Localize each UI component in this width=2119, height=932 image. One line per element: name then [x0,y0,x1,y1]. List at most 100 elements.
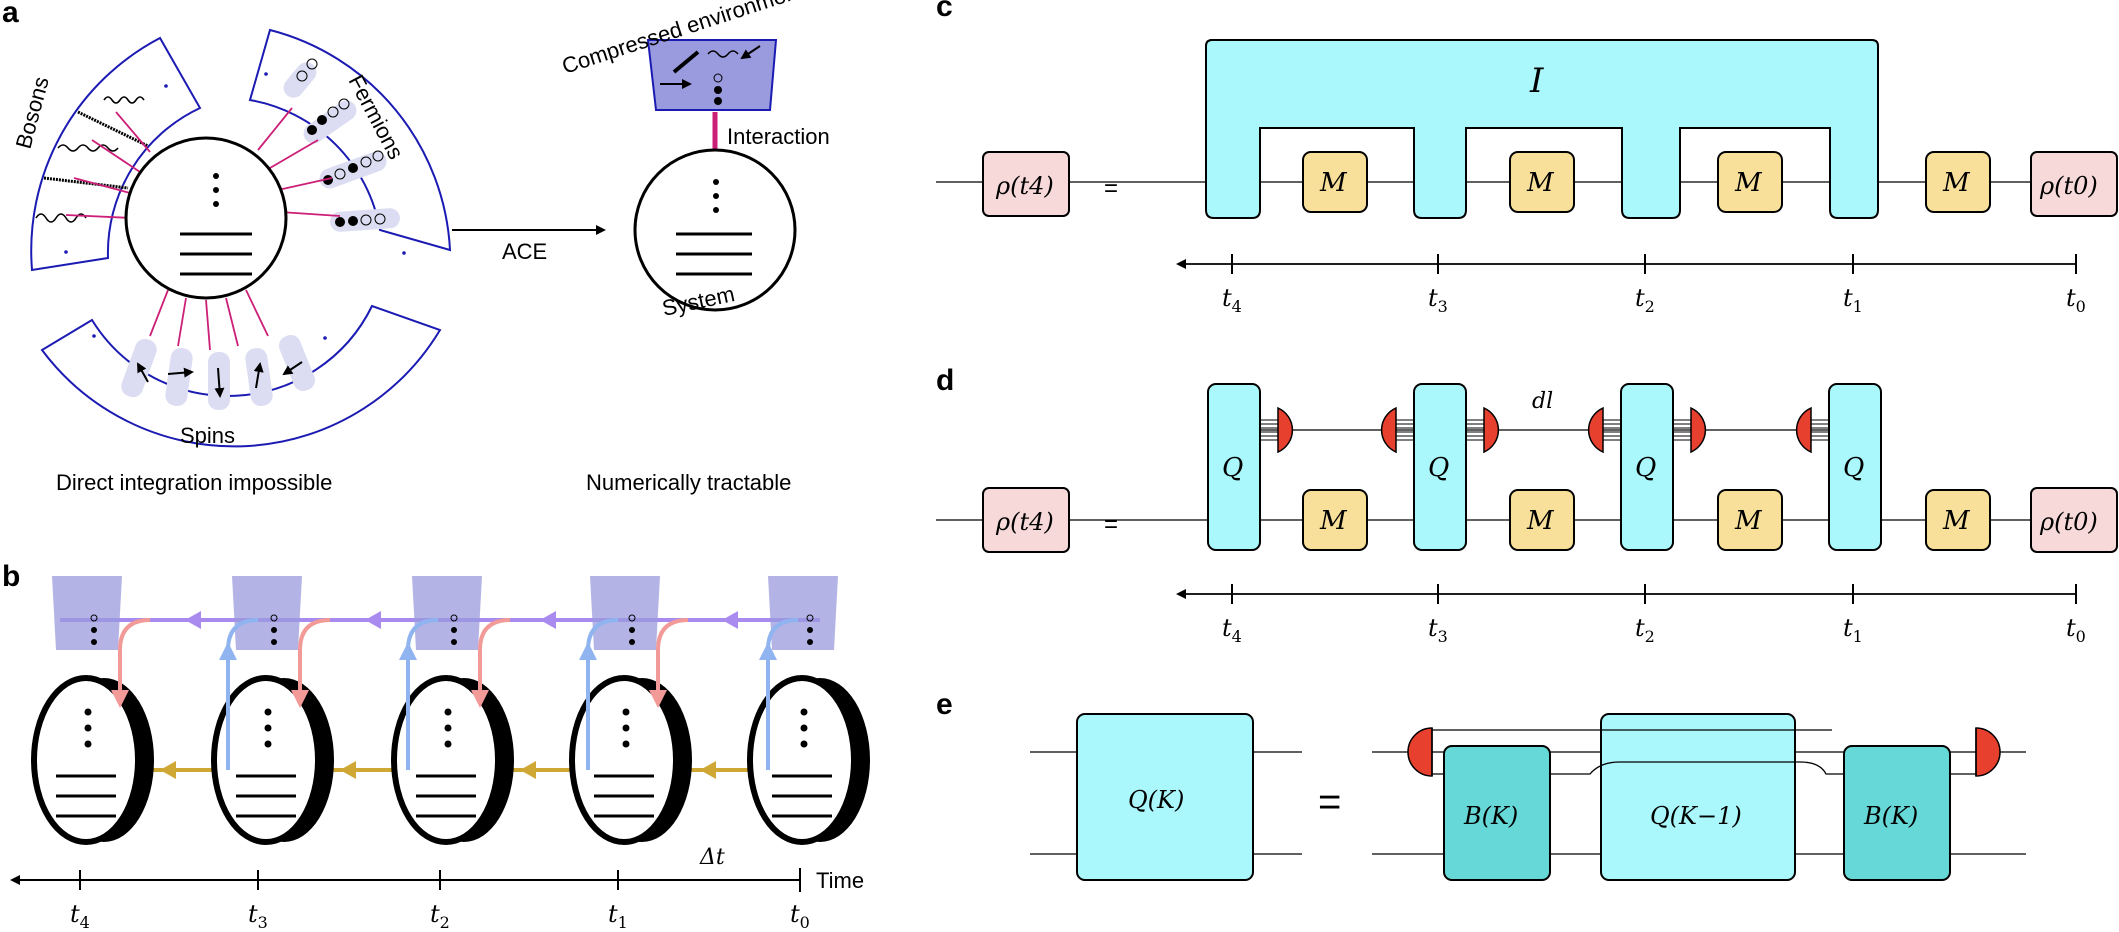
m-box [1717,489,1783,551]
tick-label: t0 [790,900,810,932]
bond-dimension-label: dl [1532,389,1553,414]
blue-dots [64,72,406,340]
m-label: M [1526,506,1555,536]
wave-1 [103,96,145,104]
tick-label: t0 [2066,284,2086,316]
equals-d: = [1104,511,1118,538]
ticks-d: t4 t3 t2 t1 t0 [1222,584,2086,646]
system-arrowhead [520,761,536,779]
cap-right [1690,406,1707,454]
tick-label: t1 [1843,614,1863,646]
influence-loop-down [298,618,331,700]
panel-letter-d: d [936,364,954,397]
wave-3 [57,144,119,152]
rho-left-d-label: ρ(t4) [995,508,1054,536]
influence-arrowhead [291,690,309,708]
system-coin [569,675,679,845]
system-arrowhead [160,761,176,779]
tick-label: t1 [608,900,628,932]
q-box [1828,383,1882,551]
m-label: M [1942,168,1971,198]
m-label: M [1734,168,1763,198]
bk-left-label: B(K) [1463,802,1518,830]
rho-right-d-label: ρ(t0) [2039,508,2098,536]
bk-box-right [1843,745,1951,881]
fermion-band-2 [303,100,357,144]
q-label: Q [1222,453,1243,483]
tick-label: t4 [70,900,90,932]
m-box [1925,489,1991,551]
panel-letter-e: e [936,688,953,721]
m-label: M [1942,506,1971,536]
environment-card [412,576,482,650]
environment-card [232,576,302,650]
m-box [1302,151,1368,213]
qk-label: Q(K) [1128,786,1184,814]
environment-card [52,576,122,650]
panel-letter-b: b [2,560,20,593]
tick-label: t3 [1428,614,1448,646]
wave-4 [43,176,129,190]
tick-label: t3 [248,900,268,932]
q-box [1207,383,1261,551]
influence-loop-down [118,618,151,700]
bk-box-left [1443,745,1551,881]
system-circle-right [633,148,797,312]
caption-left: Direct integration impossible [56,470,332,495]
tick-label: t0 [2066,614,2086,646]
tick-label: t4 [1222,284,1242,316]
m-label: M [1319,168,1348,198]
influence-label: I [1529,61,1544,101]
influence-arrowhead [111,690,129,708]
feedback-arrowhead [399,642,417,660]
m-label: M [1734,506,1763,536]
spins-label: Spins [180,423,235,448]
caption-right: Numerically tractable [586,470,791,495]
wave-2 [77,110,149,148]
q-label: Q [1843,453,1864,483]
panel-letter-a: a [2,0,19,29]
system-arrowhead [700,761,716,779]
environment-card [768,576,838,650]
system-levels-left [180,173,252,276]
fermion-rows [283,58,400,232]
panel-e: e Q(K) = Q(K−1) B(K) B(K) [936,688,2026,881]
bk-right-label: B(K) [1863,802,1918,830]
wave-5 [35,213,87,223]
system-coin [31,675,141,845]
interaction-label: Interaction [727,124,830,149]
equals-c: = [1104,175,1118,202]
influence-arrowhead [649,690,667,708]
cap-right [1483,406,1500,454]
influence-arrowhead [471,690,489,708]
fermion-band-1 [283,62,317,98]
qk-minus-1-box [1600,713,1796,881]
qk-box [1076,713,1254,881]
boundary-cap-left [1407,727,1433,777]
system-coin [391,675,501,845]
m-label: M [1319,506,1348,536]
qk-minus-1-label: Q(K−1) [1650,802,1742,830]
feedback-arrowhead [219,642,237,660]
tick-label: t4 [1222,614,1242,646]
environment-arrowhead [722,611,738,629]
tick-label: t2 [1635,614,1655,646]
panel-b-stack [31,576,870,845]
q-label: Q [1635,453,1656,483]
time-label: Time [816,868,864,893]
tick-label: t3 [1428,284,1448,316]
system-levels-right [676,179,752,276]
q-label: Q [1428,453,1449,483]
panel-a: a [2,0,830,495]
cap-left [1587,406,1604,454]
environment-arrowhead [540,611,556,629]
rho-right-d [2030,487,2118,553]
rho-right-c-label: ρ(t0) [2039,172,2098,200]
influence-functional [1205,39,1879,219]
